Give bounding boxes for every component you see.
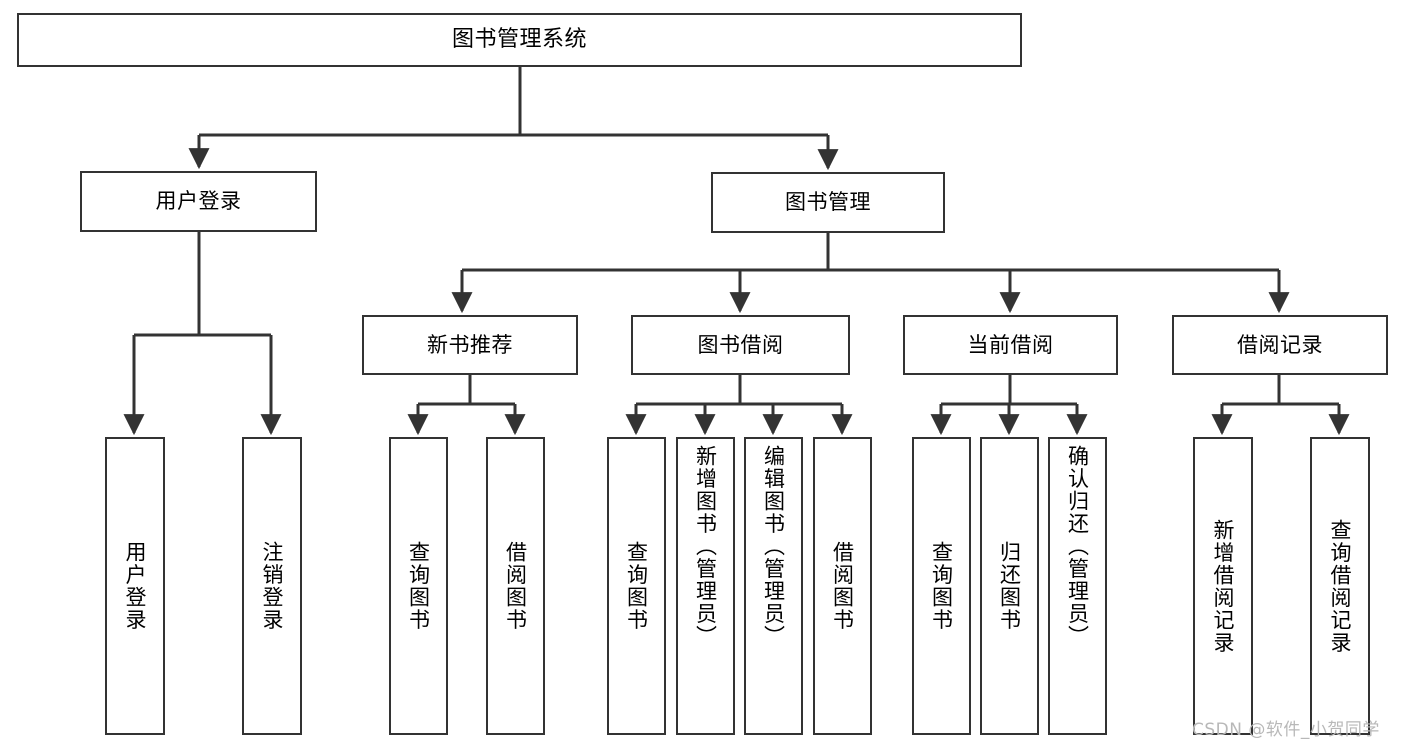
node-leaf-user-login-label: 用户登录 (123, 541, 148, 631)
node-book-management[interactable]: 图书管理 (711, 172, 945, 233)
node-current-borrow[interactable]: 当前借阅 (903, 315, 1118, 375)
node-root-label: 图书管理系统 (451, 27, 587, 53)
node-leaf-edit-book-label: 编辑图书（管理员） (761, 445, 786, 648)
node-borrow-record-label: 借阅记录 (1237, 332, 1323, 357)
node-leaf-add-record[interactable]: 新增借阅记录 (1193, 437, 1253, 735)
node-user-login[interactable]: 用户登录 (80, 171, 317, 232)
node-leaf-confirm-return[interactable]: 确认归还（管理员） (1048, 437, 1107, 735)
node-book-borrow[interactable]: 图书借阅 (631, 315, 850, 375)
node-leaf-logout-login[interactable]: 注销登录 (242, 437, 302, 735)
node-leaf-add-book-label: 新增图书（管理员） (693, 445, 718, 648)
node-leaf-query-book-3[interactable]: 查询图书 (912, 437, 971, 735)
node-leaf-query-book-1[interactable]: 查询图书 (389, 437, 448, 735)
node-leaf-query-record-label: 查询借阅记录 (1328, 518, 1353, 654)
node-leaf-borrow-book-2-label: 借阅图书 (830, 541, 855, 631)
node-leaf-query-book-2-label: 查询图书 (624, 541, 649, 631)
node-leaf-query-book-3-label: 查询图书 (929, 541, 954, 631)
node-book-management-label: 图书管理 (785, 190, 871, 215)
node-leaf-add-book[interactable]: 新增图书（管理员） (676, 437, 735, 735)
node-leaf-edit-book[interactable]: 编辑图书（管理员） (744, 437, 803, 735)
node-borrow-record[interactable]: 借阅记录 (1172, 315, 1388, 375)
node-leaf-return-book[interactable]: 归还图书 (980, 437, 1039, 735)
node-new-book-recommend[interactable]: 新书推荐 (362, 315, 578, 375)
node-leaf-user-login[interactable]: 用户登录 (105, 437, 165, 735)
node-leaf-query-record[interactable]: 查询借阅记录 (1310, 437, 1370, 735)
node-book-borrow-label: 图书借阅 (697, 332, 784, 357)
node-leaf-add-record-label: 新增借阅记录 (1211, 518, 1236, 654)
node-leaf-query-book-2[interactable]: 查询图书 (607, 437, 666, 735)
node-root[interactable]: 图书管理系统 (17, 13, 1022, 67)
node-current-borrow-label: 当前借阅 (967, 332, 1054, 357)
csdn-watermark: CSDN @软件_小贺同学 (1192, 720, 1380, 740)
node-leaf-query-book-1-label: 查询图书 (406, 541, 431, 631)
node-user-login-label: 用户登录 (155, 189, 242, 214)
node-leaf-borrow-book-2[interactable]: 借阅图书 (813, 437, 872, 735)
node-leaf-borrow-book-1[interactable]: 借阅图书 (486, 437, 545, 735)
node-new-book-recommend-label: 新书推荐 (427, 332, 513, 357)
node-leaf-confirm-return-label: 确认归还（管理员） (1065, 445, 1090, 648)
node-leaf-borrow-book-1-label: 借阅图书 (503, 541, 528, 631)
node-leaf-return-book-label: 归还图书 (997, 541, 1022, 631)
node-leaf-logout-login-label: 注销登录 (260, 541, 285, 631)
